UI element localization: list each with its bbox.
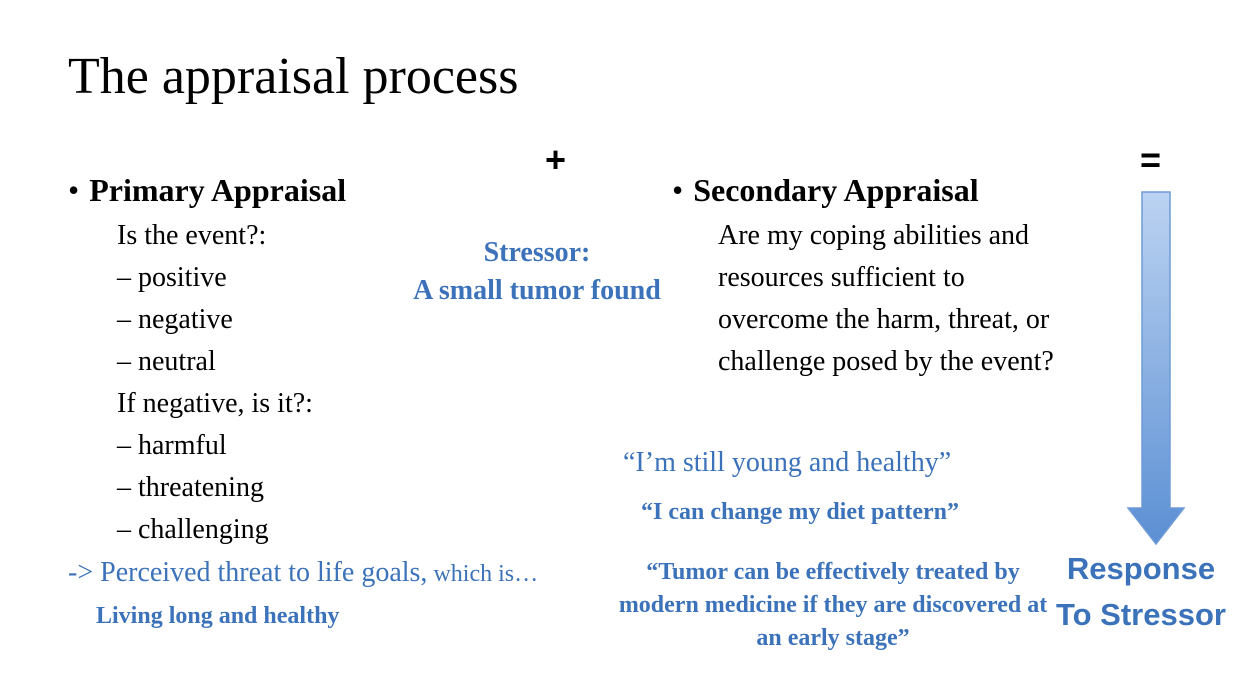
response-to-stressor: Response To Stressor (1046, 546, 1236, 638)
bullet-icon: • (68, 172, 80, 208)
primary-line: – positive (117, 262, 227, 293)
response-line-2: To Stressor (1056, 597, 1226, 632)
primary-appraisal-heading: •Primary Appraisal (68, 170, 346, 210)
primary-line: – threatening (117, 472, 264, 503)
stressor-callout: Stressor: A small tumor found (392, 234, 682, 310)
primary-line: – neutral (117, 346, 216, 377)
equals-sign: = (1140, 139, 1162, 180)
primary-line: – harmful (117, 430, 227, 461)
secondary-heading-text: Secondary Appraisal (693, 172, 979, 208)
perceived-threat-tail: which is… (427, 561, 539, 587)
secondary-appraisal-text: Are my coping abilities and resources su… (718, 220, 1054, 377)
primary-line: – negative (117, 304, 233, 335)
primary-line: Is the event?: (117, 220, 267, 251)
quote-diet: “I can change my diet pattern” (641, 499, 959, 525)
bullet-icon: • (672, 172, 684, 208)
quote-medicine: “Tumor can be effectively treated by mod… (618, 559, 1048, 651)
primary-line: If negative, is it?: (117, 388, 313, 419)
slide-title: The appraisal process (68, 48, 519, 105)
quote-young-healthy: “I’m still young and healthy” (623, 447, 952, 478)
perceived-threat-line: -> Perceived threat to life goals, which… (68, 553, 538, 594)
perceived-threat-text: -> Perceived threat to life goals, (68, 557, 428, 588)
plus-sign: + (545, 139, 567, 180)
life-goal-text: Living long and healthy (96, 603, 340, 629)
primary-appraisal-list: Is the event?: – positive – negative – n… (117, 215, 313, 551)
primary-heading-text: Primary Appraisal (89, 172, 347, 208)
stressor-label: Stressor: (483, 237, 591, 268)
primary-line: – challenging (117, 514, 269, 545)
secondary-appraisal-heading: •Secondary Appraisal (672, 170, 979, 210)
response-line-1: Response (1066, 551, 1216, 586)
stressor-text: A small tumor found (413, 275, 661, 306)
down-arrow-icon (1126, 191, 1186, 546)
